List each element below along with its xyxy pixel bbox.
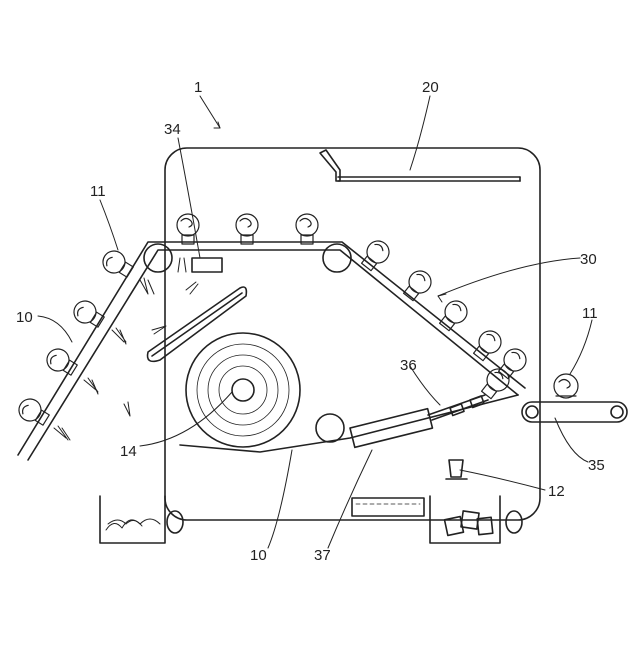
label-cover: 20	[422, 79, 439, 96]
label-roll: 14	[120, 443, 137, 460]
label-cup: 12	[548, 483, 565, 500]
output-conveyor	[522, 402, 627, 422]
water-tank	[352, 498, 424, 516]
label-plant-right: 11	[582, 305, 598, 322]
label-out-conveyor: 35	[588, 457, 605, 474]
leader-lines	[38, 96, 592, 548]
plant-output	[554, 374, 578, 398]
plants-top	[177, 214, 318, 244]
label-guide: 36	[400, 357, 417, 374]
label-conveyor-incline: 30	[580, 251, 597, 268]
film-roll	[186, 333, 300, 447]
pulley-right	[323, 244, 351, 272]
sensor-box	[192, 258, 222, 272]
conveyor-belt	[18, 242, 525, 460]
label-sensor: 34	[164, 121, 181, 138]
plants-left-incline	[15, 247, 136, 430]
cup	[446, 460, 467, 479]
pulley-left	[144, 244, 172, 272]
label-belt-left: 10	[16, 309, 33, 326]
label-belt-bottom: 10	[250, 547, 267, 564]
plants-right-incline	[358, 237, 531, 402]
label-plant-left: 11	[90, 183, 106, 200]
label-machine: 1	[194, 79, 202, 96]
foot-left	[167, 511, 183, 533]
waste-bin	[100, 496, 165, 543]
foot-right	[506, 511, 522, 533]
label-tray: 37	[314, 547, 331, 564]
inner-guide	[148, 287, 247, 361]
top-cover	[320, 150, 520, 181]
pulley-lower	[316, 414, 344, 442]
roots	[54, 258, 198, 440]
machine-housing	[165, 148, 540, 520]
